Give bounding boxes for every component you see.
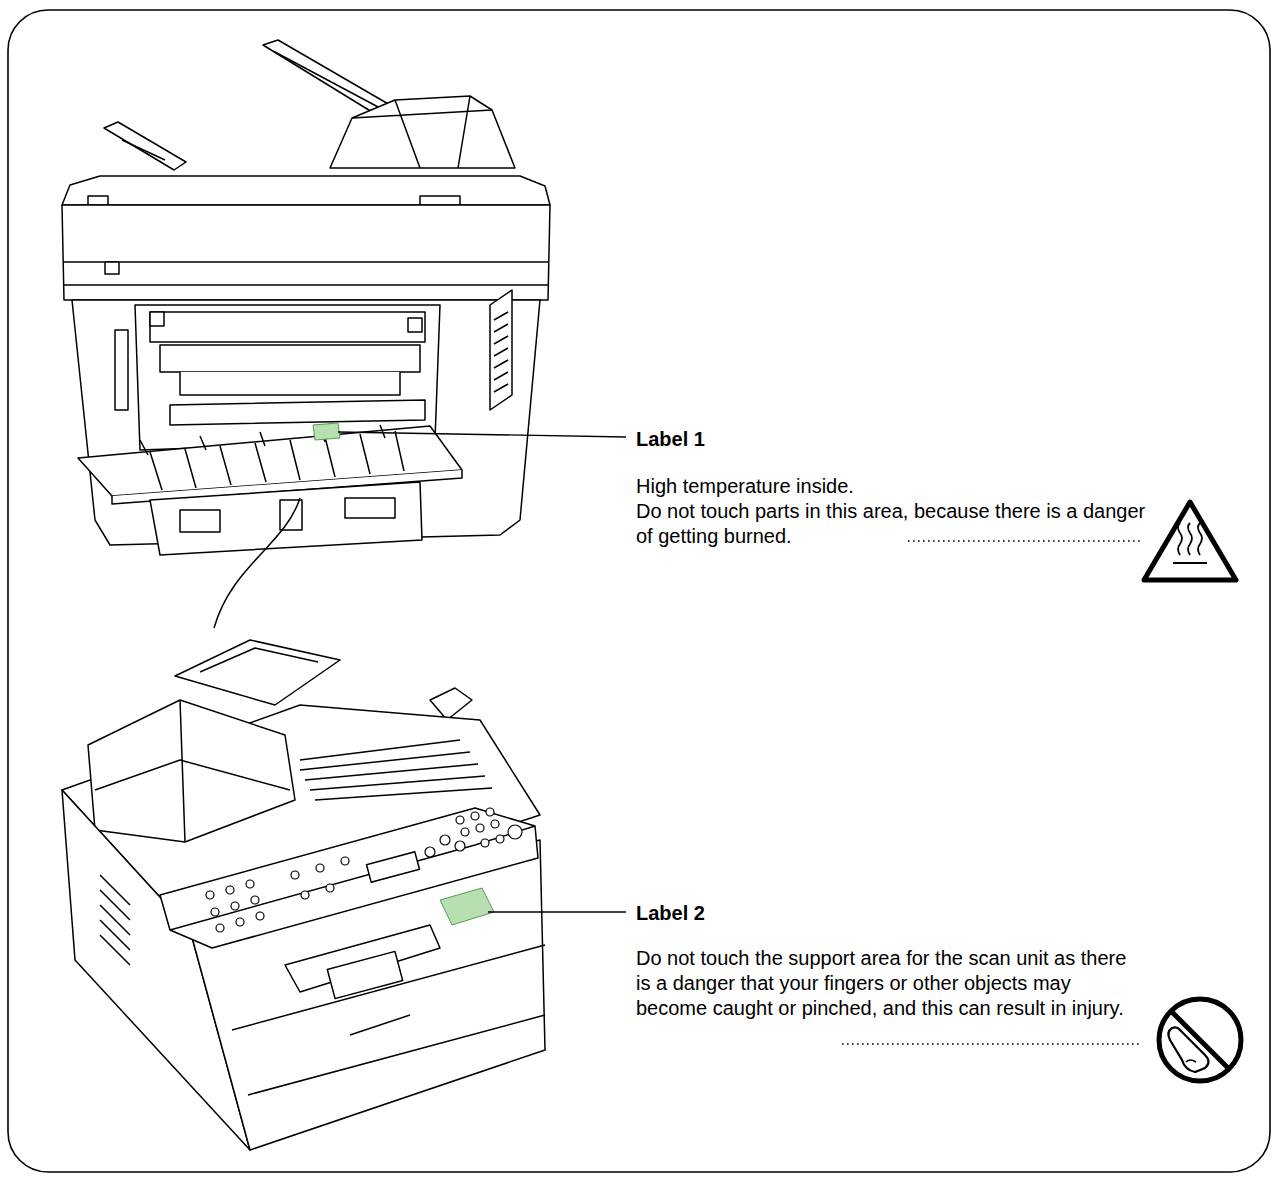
printer-rear-view-part [62,176,550,205]
panel-buttons-part [425,847,435,857]
printer-rear-view-part [150,312,425,342]
panel-buttons-part [291,871,299,879]
panel-buttons-part [206,891,214,899]
printer-front-view-part [160,808,538,948]
printer-rear-view-part [88,196,108,205]
panel-buttons-part [341,857,349,865]
label-heading: Label 1 [636,427,1146,452]
panel-buttons-part [491,820,499,828]
printer-rear-view-part [105,262,119,274]
printer-rear-view-part [408,318,422,332]
panel-buttons-part [486,808,494,816]
printer-rear-view [62,40,550,555]
panel-buttons-part [455,841,465,851]
printer-rear-view-part [280,500,302,530]
panel-buttons-part [476,824,484,832]
printer-rear-view-part [104,122,186,170]
dot-leader [842,1043,1142,1045]
panel-buttons-part [251,896,259,904]
no-touch-symbol [1159,999,1241,1081]
warning-text: High temperature inside. [636,474,1146,499]
panel-buttons-part [236,918,244,926]
printer-rear-view-part [180,510,220,532]
hot-surface-symbol-part [1188,523,1192,555]
no-touch-symbol-part [1168,1027,1208,1072]
highlight-label-2 [440,888,494,925]
printer-rear-view-part [140,425,385,455]
printer-front-view-part [327,951,402,998]
hot-surface-symbol-part [1198,523,1202,555]
panel-buttons-part [481,839,489,847]
printer-front-view-part [367,852,420,882]
printer-rear-view-part [490,290,512,410]
panel-buttons-part [301,891,309,899]
printer-rear-view-part [122,140,165,160]
printer-rear-view-part [180,372,400,395]
hot-surface-symbol-part [1144,502,1236,580]
printer-rear-view-part [135,305,440,450]
printer-rear-view-part [150,312,164,326]
hot-surface-symbol-part [1178,523,1182,555]
hot-surface-symbol-part [1173,562,1207,564]
printer-front-view-part [430,688,472,720]
printer-rear-view-part [275,52,380,108]
printer-front-view-part [88,700,295,842]
printer-front-view-part [232,945,545,1095]
printer-rear-view-part [170,400,425,425]
no-touch-symbol-part [1159,999,1241,1081]
panel-buttons-part [316,864,324,872]
hot-surface-symbol [1144,502,1236,580]
printer-rear-view-part [62,205,550,300]
panel-buttons-part [496,835,504,843]
printer-front-view-part [100,875,130,965]
panel-buttons-part [231,902,239,910]
warning-text: Do not touch parts in this area, because… [636,499,1146,549]
panel-buttons-part [456,816,464,824]
printer-front-view-part [95,700,290,842]
power-cord [214,498,300,628]
panel-buttons-part [256,912,264,920]
panel-buttons-part [508,825,522,839]
printer-front-view-part [175,640,340,705]
printer-rear-view-part [330,96,515,168]
dot-leader [908,540,1142,542]
printer-front-view-part [300,740,492,800]
printer-front-view-part [200,648,318,672]
panel-buttons-part [471,812,479,820]
printer-rear-view-part [345,498,395,518]
panel-buttons-part [461,828,469,836]
printer-rear-view-part [420,196,460,205]
warning-text: Do not touch the support area for the sc… [636,946,1146,1021]
printer-front-view-part [350,1015,410,1035]
panel-buttons-part [226,886,234,894]
panel-buttons-part [246,880,254,888]
printer-rear-view-part [150,431,404,490]
panel-buttons-part [326,884,334,892]
leader-line [338,432,626,437]
printer-front-view [62,640,545,1150]
panel-buttons-part [440,835,450,845]
highlight-label-1 [313,423,340,440]
printer-front-view-part [170,826,535,930]
printer-rear-view-part [494,312,508,392]
printer-rear-view-part [115,330,128,410]
printer-rear-view-part [64,262,548,285]
printer-rear-view-part [352,96,492,168]
panel-buttons-part [211,908,219,916]
printer-rear-view-part [263,40,390,112]
frame [8,10,1270,1172]
printer-rear-view-part [150,482,422,555]
no-touch-symbol-part [1186,1060,1196,1062]
panel-buttons [206,808,522,932]
leader-line [488,911,626,912]
panel-buttons-part [216,924,224,932]
printer-rear-view-part [160,345,420,372]
label-heading: Label 2 [636,901,1146,926]
